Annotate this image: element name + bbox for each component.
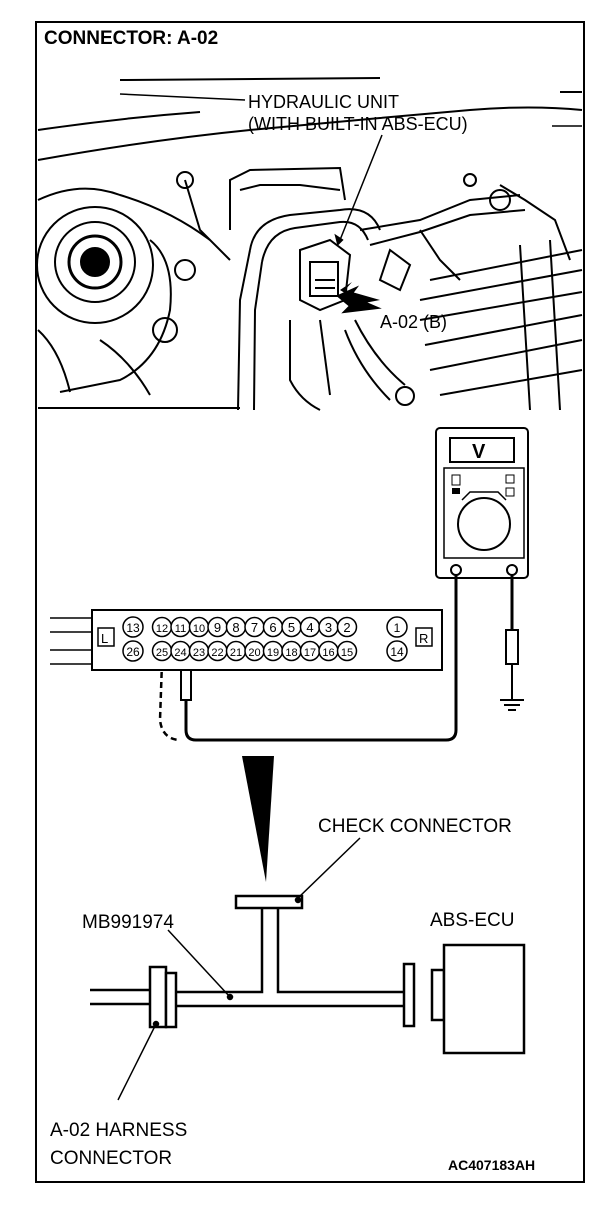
check-connector bbox=[234, 894, 304, 910]
pin-20: 20 bbox=[244, 640, 265, 662]
pin-12: 12 bbox=[151, 616, 173, 638]
abs-ecu-label: ABS-ECU bbox=[430, 910, 514, 931]
pin-7: 7 bbox=[244, 616, 265, 638]
pin-label: 11 bbox=[175, 623, 186, 635]
probe-wire-positive bbox=[184, 575, 458, 742]
pin-label: 17 bbox=[304, 647, 316, 659]
figure-frame bbox=[35, 21, 585, 1183]
engine-bay-illustration bbox=[36, 77, 583, 411]
pointer-wedge bbox=[242, 756, 274, 882]
ground-probe bbox=[505, 629, 519, 665]
hydraulic-unit-label: HYDRAULIC UNIT bbox=[248, 92, 399, 112]
pin-3: 3 bbox=[318, 616, 339, 638]
pin-17: 17 bbox=[299, 640, 321, 662]
voltmeter-dial-icon bbox=[457, 497, 511, 551]
hydraulic-unit-sublabel: (WITH BUILT-IN ABS-ECU) bbox=[248, 114, 468, 134]
pin-label: 15 bbox=[341, 647, 353, 659]
connector-right-mark: R bbox=[419, 631, 428, 646]
pin-label: 10 bbox=[193, 623, 205, 635]
pin-label: 19 bbox=[267, 647, 279, 659]
pin-8: 8 bbox=[225, 616, 247, 638]
pin-15: 15 bbox=[336, 640, 358, 662]
pin-label: 16 bbox=[322, 647, 334, 659]
connector-arrow-icon bbox=[340, 282, 380, 306]
pin-18: 18 bbox=[281, 640, 302, 662]
pin-label: 7 bbox=[251, 620, 258, 635]
pin-26: 26 bbox=[122, 640, 144, 662]
connector-a02b-label: A-02 (B) bbox=[380, 312, 447, 332]
harness-connector-sublabel: CONNECTOR bbox=[50, 1148, 172, 1169]
a02-harness-connector bbox=[148, 965, 168, 1029]
pin-4: 4 bbox=[299, 616, 321, 638]
voltmeter-terminal-right bbox=[506, 564, 518, 576]
pin-16: 16 bbox=[318, 640, 339, 662]
pin-label: 21 bbox=[230, 647, 242, 659]
pin-label: 20 bbox=[248, 647, 260, 659]
harness-diagram bbox=[90, 894, 526, 1055]
voltmeter-terminal-left bbox=[450, 564, 462, 576]
dashed-probe-alt bbox=[158, 661, 179, 742]
svg-text:26: 26 bbox=[126, 645, 140, 659]
mb991974-label: MB991974 bbox=[82, 912, 174, 933]
pin-label: 23 bbox=[193, 647, 205, 659]
connector-pointer-arrow bbox=[336, 285, 382, 314]
pin-label: 6 bbox=[269, 620, 276, 635]
connector-left-mark: L bbox=[101, 631, 108, 646]
pin-label: 12 bbox=[156, 623, 168, 635]
pin-19: 19 bbox=[262, 640, 284, 662]
harness-connector-label: A-02 HARNESS bbox=[50, 1120, 187, 1141]
pin-label: 24 bbox=[174, 647, 186, 659]
pin-label: 25 bbox=[156, 647, 168, 659]
pin-label: 3 bbox=[325, 620, 332, 635]
harness-leaders bbox=[117, 837, 361, 1101]
ground-icon bbox=[500, 699, 524, 711]
booster-outline bbox=[36, 206, 154, 324]
check-connector-face bbox=[50, 609, 443, 671]
svg-text:1: 1 bbox=[394, 621, 401, 635]
pin-5: 5 bbox=[281, 616, 302, 638]
pin-24: 24 bbox=[170, 640, 191, 662]
pin-23: 23 bbox=[188, 640, 210, 662]
figure-code: AC407183AH bbox=[448, 1157, 535, 1173]
check-connector-label: CHECK CONNECTOR bbox=[318, 816, 512, 837]
pin-label: 4 bbox=[306, 620, 313, 635]
abs-ecu-box bbox=[442, 943, 526, 1055]
pin-label: 5 bbox=[288, 620, 295, 635]
pin-21: 21 bbox=[225, 640, 247, 662]
pin-14: 14 bbox=[386, 640, 408, 662]
pin-1: 1 bbox=[386, 616, 408, 638]
pin-10: 10 bbox=[188, 616, 210, 638]
pin-13: 13 bbox=[122, 616, 144, 638]
pin-label: 18 bbox=[285, 647, 297, 659]
svg-text:14: 14 bbox=[390, 645, 404, 659]
pin-22: 22 bbox=[207, 640, 228, 662]
pin-label: 8 bbox=[232, 620, 239, 635]
pin-6: 6 bbox=[262, 616, 284, 638]
pin-2: 2 bbox=[336, 616, 358, 638]
pin-11: 11 bbox=[170, 616, 191, 638]
pin-label: 2 bbox=[343, 620, 350, 635]
pin-label: 9 bbox=[214, 620, 221, 635]
pin-25: 25 bbox=[151, 640, 173, 662]
voltmeter-display: V bbox=[472, 441, 486, 463]
pin-9: 9 bbox=[207, 616, 228, 638]
voltmeter bbox=[435, 427, 529, 579]
figure-title: CONNECTOR: A-02 bbox=[44, 28, 218, 49]
pin-label: 22 bbox=[211, 647, 223, 659]
svg-text:13: 13 bbox=[126, 621, 140, 635]
